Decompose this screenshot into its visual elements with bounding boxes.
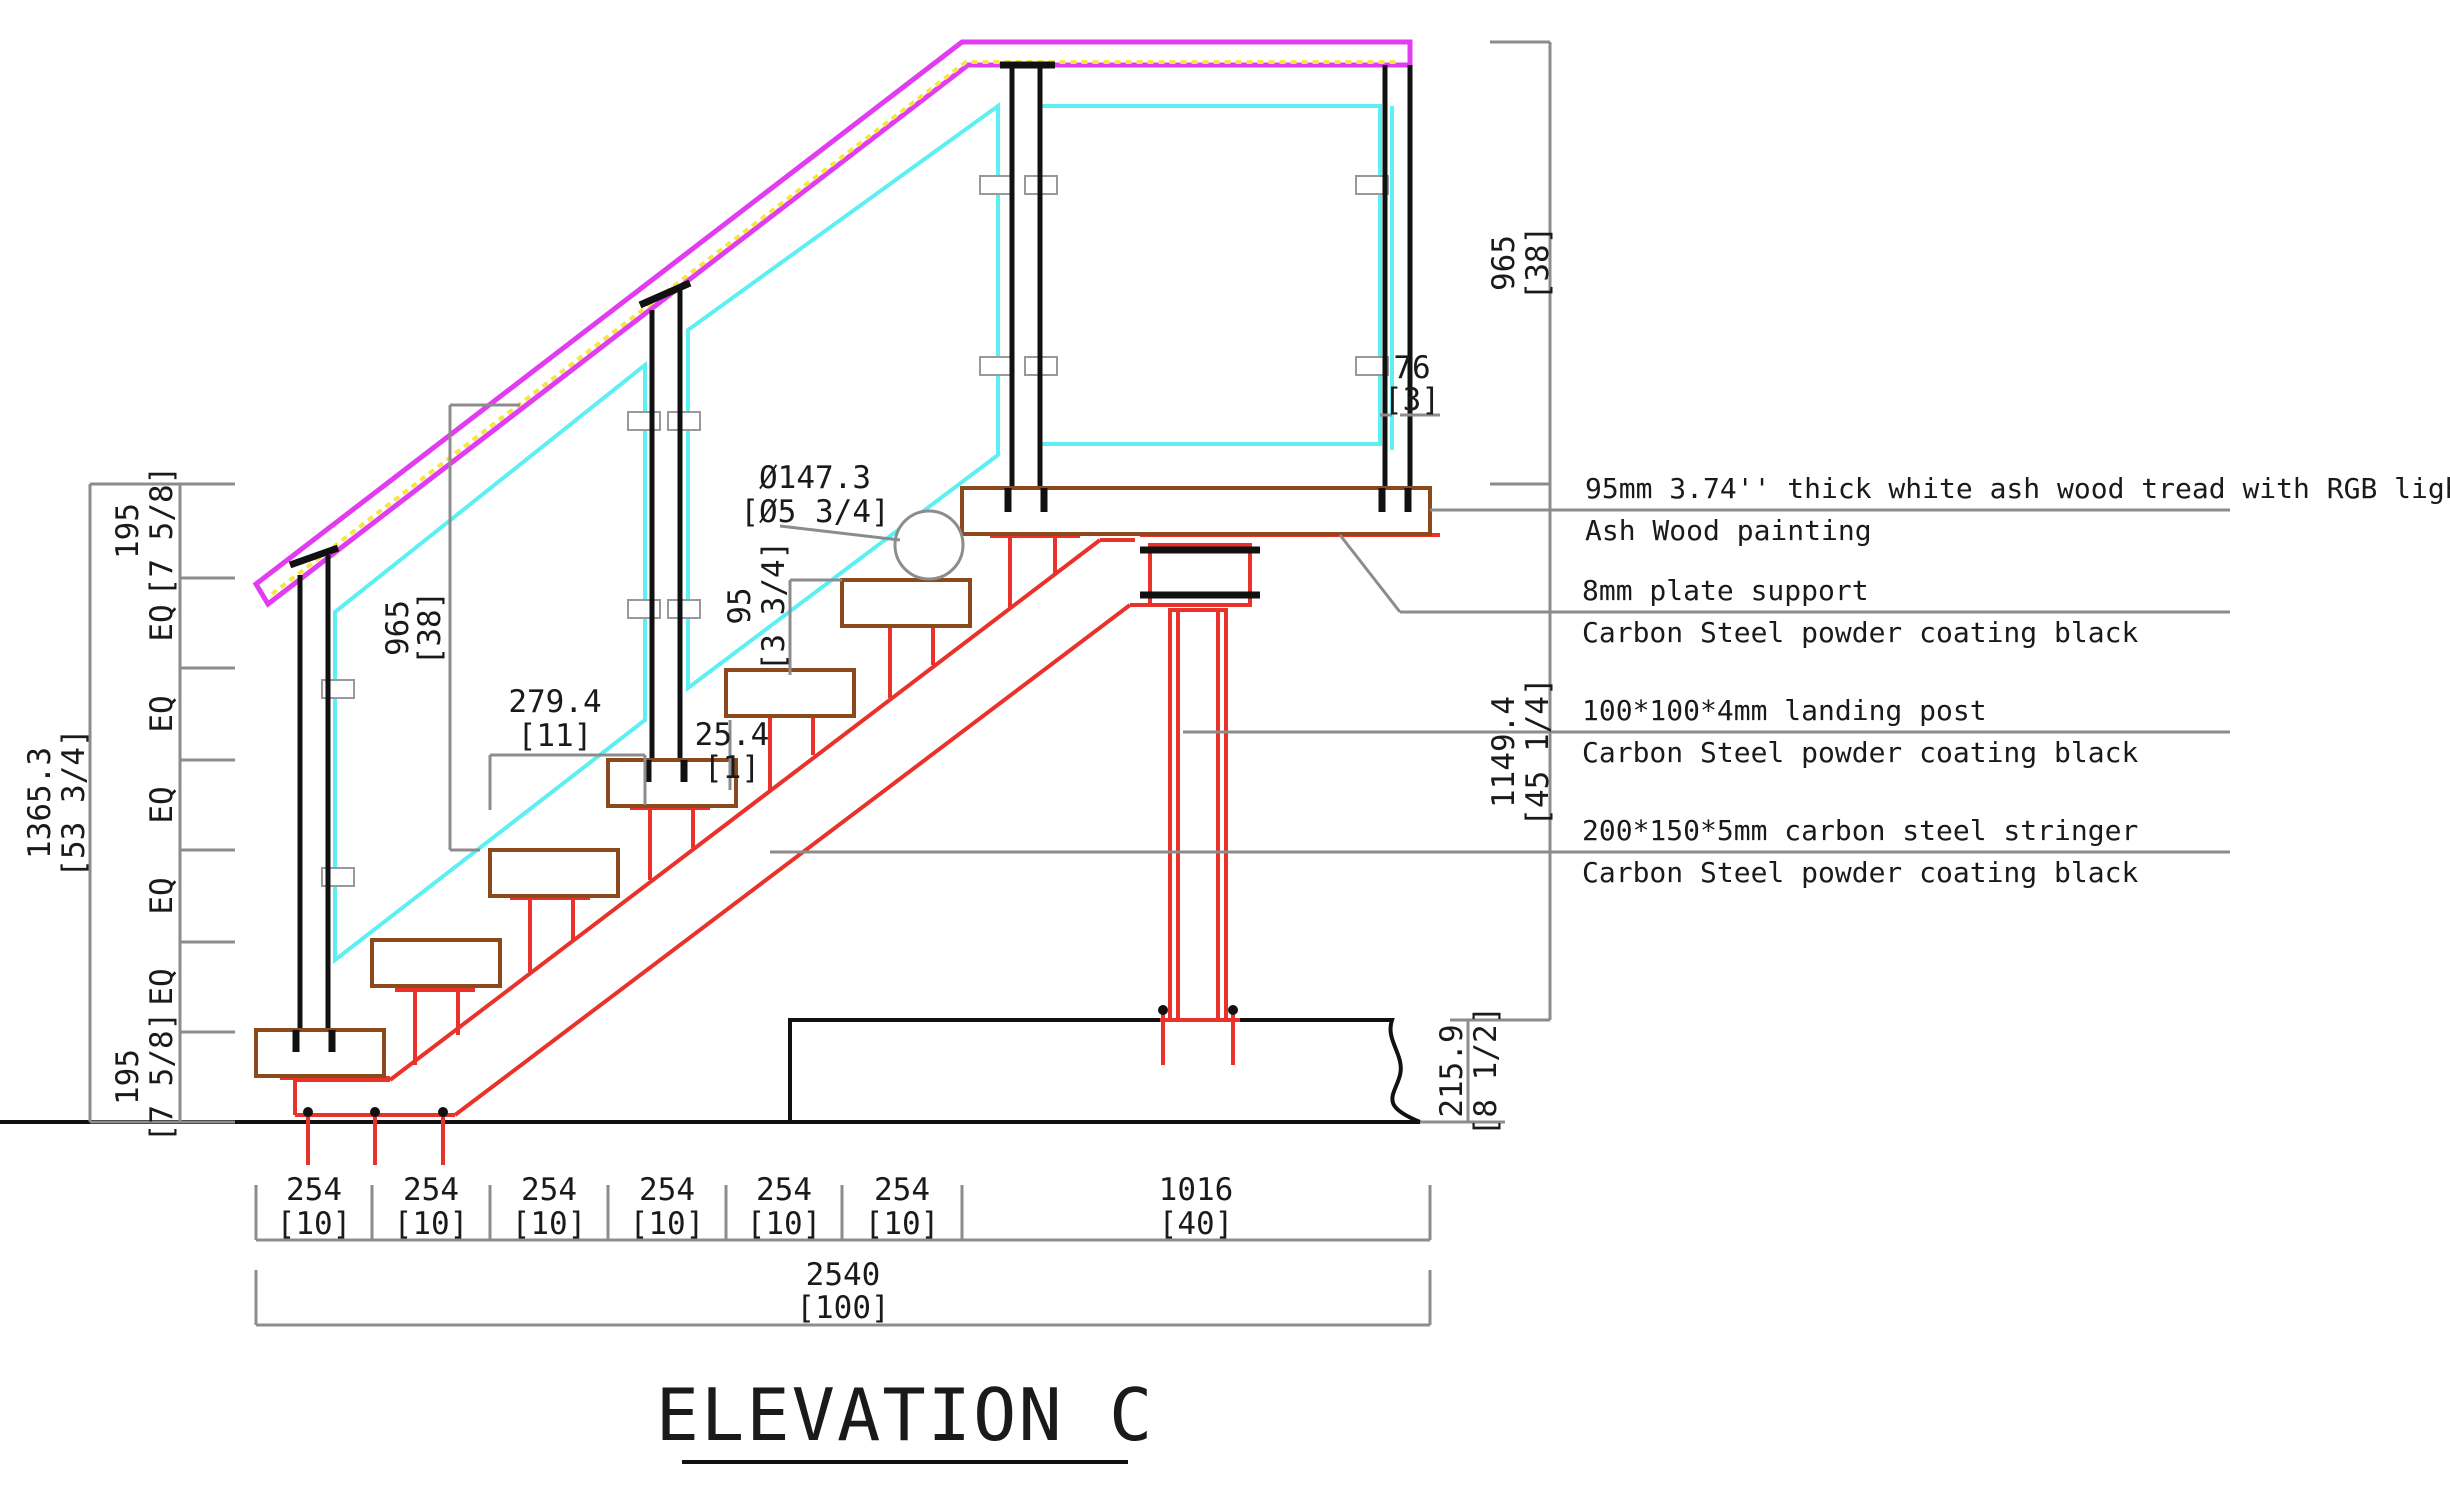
dim-254-3-in: [10] (512, 1206, 587, 1242)
callout-post-line2: Carbon Steel powder coating black (1582, 736, 2138, 769)
dim-landing-height-mm: 1149.4 (1486, 696, 1522, 808)
bottom-dimension-labels: 254 [10] 254 [10] 254 [10] 254 [10] 254 … (277, 1172, 1234, 1326)
post-base-plates (292, 488, 1412, 1052)
dim-254-4-mm: 254 (639, 1172, 695, 1208)
right-dimension-labels: 965 [38] 1149.4 [45 1/4] 215.9 [8 1/2] (1434, 226, 1556, 1137)
dim-bottom-riser-mm: 195 (110, 1049, 146, 1105)
dim-254-6-in: [10] (865, 1206, 940, 1242)
dim-slab-height-mm: 215.9 (1434, 1024, 1470, 1117)
dim-254-6-mm: 254 (874, 1172, 930, 1208)
dim-254-2-mm: 254 (403, 1172, 459, 1208)
left-dimension-labels: 1365.3 [53 3/4] 195 [7 5/8] EQ EQ EQ EQ … (22, 466, 180, 1143)
dim-eq-1: EQ (144, 604, 180, 641)
concrete-slab (788, 1018, 1421, 1124)
dim-top-riser-in: [7 5/8] (144, 466, 180, 597)
dim-254-3-mm: 254 (521, 1172, 577, 1208)
dim-eq-4: EQ (144, 877, 180, 914)
dim-tread-gap-mm: 25.4 (695, 717, 770, 753)
callout-leaders (770, 508, 2230, 854)
rail-dimension-lines (448, 403, 901, 852)
dim-total-height-in: [53 3/4] (56, 728, 92, 877)
dim-overall-in: [100] (796, 1290, 889, 1326)
dim-pipe-dia-mm: Ø147.3 (759, 460, 871, 496)
dim-glass-gap-mm: 76 (1393, 350, 1430, 386)
callout-labels: 95mm 3.74'' thick white ash wood tread w… (1582, 472, 2450, 889)
callout-post-line1: 100*100*4mm landing post (1582, 694, 1987, 727)
dim-landing-height-in: [45 1/4] (1520, 677, 1556, 826)
balustrade-posts (288, 61, 1413, 1060)
left-dimension-lines (88, 482, 235, 1124)
dim-tread-thickness-mm: 95 (722, 587, 758, 624)
callout-stringer-line1: 200*150*5mm carbon steel stringer (1582, 814, 2138, 847)
dim-landing-rail-mm: 965 (1486, 235, 1522, 291)
rail-dimension-labels: 965 [38] 279.4 [11] 25.4 [1] 95 [3 3/4] … (380, 350, 1440, 786)
dim-total-height-mm: 1365.3 (22, 747, 58, 859)
dim-254-2-in: [10] (394, 1206, 469, 1242)
callout-tread-line1: 95mm 3.74'' thick white ash wood tread w… (1585, 472, 2450, 505)
dim-254-5-mm: 254 (756, 1172, 812, 1208)
callout-tread-line2: Ash Wood painting (1585, 514, 1872, 547)
dim-overall-mm: 2540 (806, 1257, 881, 1293)
dim-1016-in: [40] (1159, 1206, 1234, 1242)
dim-slab-height-in: [8 1/2] (1468, 1006, 1504, 1137)
dim-rail-height-mm: 965 (380, 600, 416, 656)
callout-plate-line2: Carbon Steel powder coating black (1582, 616, 2138, 649)
drawing-title: ELEVATION C (656, 1373, 1155, 1457)
dim-pipe-dia-in: [Ø5 3/4] (740, 494, 889, 530)
dim-landing-rail-in: [38] (1520, 226, 1556, 301)
callout-stringer-line2: Carbon Steel powder coating black (1582, 856, 2138, 889)
dim-top-riser-mm: 195 (110, 503, 146, 559)
dim-eq-3: EQ (144, 786, 180, 823)
dim-tread-depth-in: [11] (518, 718, 593, 754)
dim-eq-5: EQ (144, 968, 180, 1005)
pipe-circle (893, 509, 965, 581)
dim-rail-height-in: [38] (412, 591, 448, 666)
dim-254-4-in: [10] (630, 1206, 705, 1242)
dim-glass-gap-in: [3] (1384, 382, 1440, 418)
dim-eq-2: EQ (144, 695, 180, 732)
dim-tread-depth-mm: 279.4 (508, 684, 601, 720)
dim-254-1-in: [10] (277, 1206, 352, 1242)
dim-tread-gap-in: [1] (704, 750, 760, 786)
dim-254-5-in: [10] (747, 1206, 822, 1242)
right-dimension-lines (1380, 40, 1552, 1124)
anchor-bolts (303, 1005, 1238, 1165)
bottom-dimension-lines (254, 1185, 1432, 1327)
dim-254-1-mm: 254 (286, 1172, 342, 1208)
dim-bottom-riser-in: [7 5/8] (144, 1012, 180, 1143)
callout-plate-line1: 8mm plate support (1582, 574, 1869, 607)
dim-1016-mm: 1016 (1159, 1172, 1234, 1208)
treads (254, 486, 1432, 1078)
dim-tread-thickness-in: [3 3/4] (756, 541, 792, 672)
